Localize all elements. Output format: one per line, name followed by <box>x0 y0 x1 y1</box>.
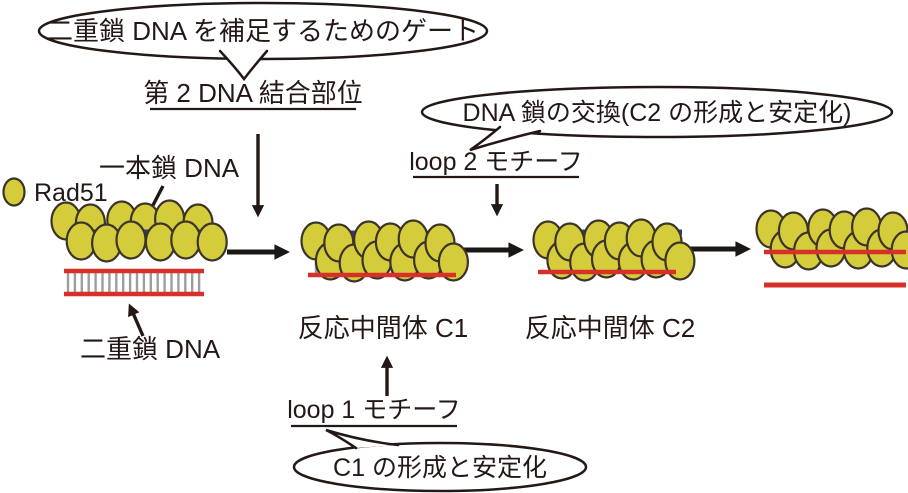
free-dsdna-ladder <box>64 268 204 297</box>
ssdna-text: 一本鎖 DNA <box>99 153 240 183</box>
speech-bubble-ellipse <box>420 85 894 139</box>
rad51-icon <box>2 177 26 207</box>
speech-bubble-tail <box>325 428 400 450</box>
label-ssdna: 一本鎖 DNA <box>99 153 240 219</box>
speech-bubble-gate: 二重鎖 DNA を補足するためのゲート <box>37 1 489 82</box>
speech-bubble-tail <box>218 49 269 82</box>
loop2-motif-text: loop 2 モチーフ <box>409 148 583 176</box>
speech-bubble-tail <box>469 125 542 152</box>
gate-callout-text: 二重鎖 DNA を補足するためのゲート <box>47 16 479 46</box>
rad51-presynaptic-filament <box>50 199 228 263</box>
label-second-dna-binding-site: 第 2 DNA 結合部位 <box>143 78 363 218</box>
speech-bubble-c1-formation: C1 の形成と安定化 <box>292 428 588 493</box>
speech-bubble-ellipse <box>292 441 588 493</box>
rad51-monomer <box>170 220 202 260</box>
complex-c2 <box>532 218 696 282</box>
dsdna-text: 二重鎖 DNA <box>80 334 221 364</box>
speech-bubble-ellipse <box>37 1 489 61</box>
dsdna-label-arrow <box>128 303 145 337</box>
strand-exchange-callout-text: DNA 鎖の交換(C2 の形成と安定化) <box>463 99 852 127</box>
label-loop1-motif: loop 1 モチーフ <box>287 355 461 428</box>
c1-formation-callout-text: C1 の形成と安定化 <box>333 454 547 482</box>
loop1-motif-text: loop 1 モチーフ <box>287 396 461 424</box>
label-dsdna: 二重鎖 DNA <box>80 303 221 364</box>
rad51-legend: Rad51 <box>2 177 108 207</box>
complex-c1 <box>300 219 469 283</box>
second-dna-binding-site-text: 第 2 DNA 結合部位 <box>143 78 363 108</box>
c1-stage-label: 反応中間体 C1 <box>298 313 468 343</box>
rad51-monomer <box>115 220 147 260</box>
c2-stage-label: 反応中間体 C2 <box>525 313 695 343</box>
rad51-monomer <box>437 242 469 282</box>
speech-bubble-strand-exchange: DNA 鎖の交換(C2 の形成と安定化) <box>420 85 894 152</box>
complex-product <box>755 207 908 288</box>
rad51-monomer <box>196 222 228 262</box>
label-loop2-motif: loop 2 モチーフ <box>409 148 583 217</box>
